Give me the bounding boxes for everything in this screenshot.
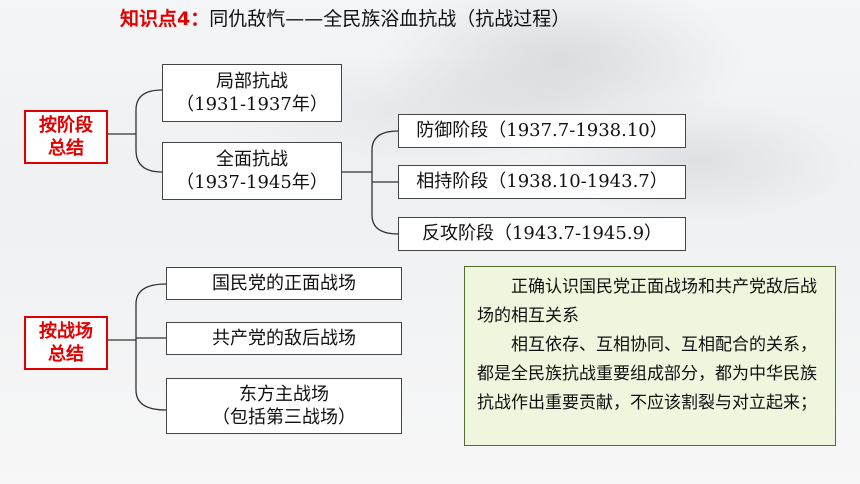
defense-phase-box: 防御阶段（1937.7-1938.10） <box>398 114 686 148</box>
by-battlefield-label: 按战场 总结 <box>24 316 108 370</box>
partial-war-years: （1931-1937年） <box>176 94 328 115</box>
by-battlefield-label-line1: 按战场 <box>39 320 93 342</box>
stage-bracket <box>135 89 163 173</box>
relationship-summary-box: 正确认识国民党正面战场和共产党敌后战场的相互关系 相互依存、互相协同、互相配合的… <box>464 266 836 446</box>
stalemate-phase-text: 相持阶段（1938.10-1943.7） <box>416 171 668 193</box>
counteroffensive-phase-box: 反攻阶段（1943.7-1945.9） <box>398 217 686 251</box>
by-stage-label-line1: 按阶段 <box>39 114 93 136</box>
by-battlefield-label-line2: 总结 <box>48 344 84 365</box>
by-stage-label-line2: 总结 <box>48 138 84 159</box>
battlefield-bracket <box>135 283 167 411</box>
partial-war-name: 局部抗战 <box>216 70 288 92</box>
slide-title: 知识点4：同仇敌忾——全民族浴血抗战（抗战过程） <box>120 4 570 31</box>
summary-paragraph-1: 正确认识国民党正面战场和共产党敌后战场的相互关系 <box>477 277 817 326</box>
frontal-battlefield-box: 国民党的正面战场 <box>166 267 402 300</box>
eastern-battlefield-box: 东方主战场 （包括第三战场） <box>166 378 402 434</box>
total-war-years: （1937-1945年） <box>176 172 328 193</box>
title-text: 同仇敌忾——全民族浴血抗战（抗战过程） <box>209 8 571 30</box>
counteroffensive-phase-text: 反攻阶段（1943.7-1945.9） <box>421 223 663 245</box>
frontal-battlefield-text: 国民党的正面战场 <box>212 272 356 294</box>
defense-phase-text: 防御阶段（1937.7-1938.10） <box>416 120 668 142</box>
knowledge-point-label: 知识点4： <box>120 8 210 30</box>
stalemate-phase-box: 相持阶段（1938.10-1943.7） <box>398 165 686 199</box>
total-war-name: 全面抗战 <box>216 148 288 170</box>
eastern-battlefield-note: （包括第三战场） <box>212 407 356 428</box>
rear-battlefield-text: 共产党的敌后战场 <box>212 327 356 349</box>
eastern-battlefield-name: 东方主战场 <box>239 383 329 405</box>
summary-paragraph-2: 相互依存、互相协同、互相配合的关系，都是全民族抗战重要组成部分，都为中华民族抗战… <box>477 335 817 413</box>
by-stage-label: 按阶段 总结 <box>24 110 108 164</box>
rear-battlefield-box: 共产党的敌后战场 <box>166 322 402 355</box>
partial-war-box: 局部抗战 （1931-1937年） <box>162 64 342 122</box>
total-war-box: 全面抗战 （1937-1945年） <box>162 142 342 200</box>
